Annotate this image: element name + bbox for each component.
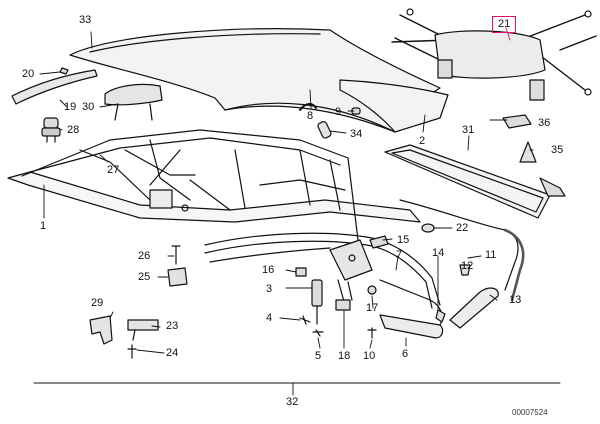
clip-near-11 bbox=[459, 264, 471, 276]
callout-4[interactable]: 4 bbox=[266, 312, 273, 324]
clip-part bbox=[59, 67, 69, 75]
plug-part bbox=[41, 117, 61, 143]
callout-21-highlighted[interactable]: 21 bbox=[492, 16, 517, 33]
callout-22[interactable]: 22 bbox=[456, 222, 469, 234]
callout-32[interactable]: 32 bbox=[286, 396, 299, 408]
callout-24[interactable]: 24 bbox=[166, 347, 179, 359]
callout-11[interactable]: 11 bbox=[485, 249, 497, 261]
button-22 bbox=[421, 223, 435, 233]
callout-26[interactable]: 26 bbox=[138, 250, 151, 262]
bolt-5 bbox=[312, 329, 324, 337]
rear-bracket bbox=[104, 83, 163, 121]
callout-19[interactable]: 19 bbox=[64, 101, 77, 113]
gas-strut-3 bbox=[311, 279, 323, 325]
callout-17[interactable]: 17 bbox=[366, 302, 379, 314]
callout-36[interactable]: 36 bbox=[538, 117, 551, 129]
strip-6 bbox=[379, 314, 444, 339]
callout-9[interactable]: 9 bbox=[335, 106, 342, 118]
clip-35 bbox=[519, 141, 537, 163]
callout-8[interactable]: 8 bbox=[307, 110, 314, 122]
callout-23[interactable]: 23 bbox=[166, 320, 179, 332]
callout-14[interactable]: 14 bbox=[432, 247, 445, 259]
callout-3[interactable]: 3 bbox=[266, 283, 273, 295]
callout-10[interactable]: 10 bbox=[363, 350, 376, 362]
hinge-23 bbox=[127, 319, 159, 341]
callout-5[interactable]: 5 bbox=[315, 350, 322, 362]
bolt-4 bbox=[299, 315, 311, 325]
callout-33[interactable]: 33 bbox=[79, 14, 92, 26]
tension-bow bbox=[11, 69, 98, 105]
callout-28[interactable]: 28 bbox=[67, 124, 80, 136]
window-fastener bbox=[539, 177, 566, 197]
clip-17 bbox=[367, 285, 377, 295]
bracket-25 bbox=[167, 267, 188, 287]
strap-part bbox=[299, 103, 317, 111]
bolt-10 bbox=[367, 327, 377, 339]
top-frame[interactable] bbox=[7, 129, 421, 241]
callout-16[interactable]: 16 bbox=[262, 264, 275, 276]
bracket-29 bbox=[89, 315, 113, 345]
hinge-bracket-18[interactable] bbox=[329, 239, 373, 311]
callout-27[interactable]: 27 bbox=[107, 164, 120, 176]
callout-13[interactable]: 13 bbox=[509, 294, 522, 306]
callout-15[interactable]: 15 bbox=[397, 234, 410, 246]
clip-16 bbox=[295, 267, 307, 277]
callout-2[interactable]: 2 bbox=[419, 135, 426, 147]
callout-29[interactable]: 29 bbox=[91, 297, 104, 309]
pad-36 bbox=[502, 114, 532, 129]
callout-18[interactable]: 18 bbox=[338, 350, 351, 362]
bolt-24 bbox=[127, 344, 137, 359]
leader-lines bbox=[39, 27, 534, 354]
callout-12[interactable]: 12 bbox=[461, 260, 474, 272]
sleeve-34 bbox=[317, 121, 332, 139]
part-15 bbox=[369, 235, 389, 249]
callout-30[interactable]: 30 bbox=[82, 101, 95, 113]
weatherstrip-set[interactable] bbox=[204, 199, 525, 329]
callout-34[interactable]: 34 bbox=[350, 128, 363, 140]
callout-25[interactable]: 25 bbox=[138, 271, 151, 283]
panel-2 bbox=[339, 79, 449, 133]
tensioner-assembly-21[interactable] bbox=[391, 8, 597, 101]
connector-14 bbox=[435, 309, 446, 323]
pin-26 bbox=[171, 245, 181, 265]
callout-6[interactable]: 6 bbox=[402, 348, 409, 360]
callout-35[interactable]: 35 bbox=[551, 144, 564, 156]
callout-7[interactable]: 7 bbox=[396, 249, 403, 261]
callout-20[interactable]: 20 bbox=[22, 68, 35, 80]
callout-1[interactable]: 1 bbox=[40, 220, 47, 232]
callout-31[interactable]: 31 bbox=[462, 124, 475, 136]
diagram-number: 00007524 bbox=[512, 408, 548, 417]
